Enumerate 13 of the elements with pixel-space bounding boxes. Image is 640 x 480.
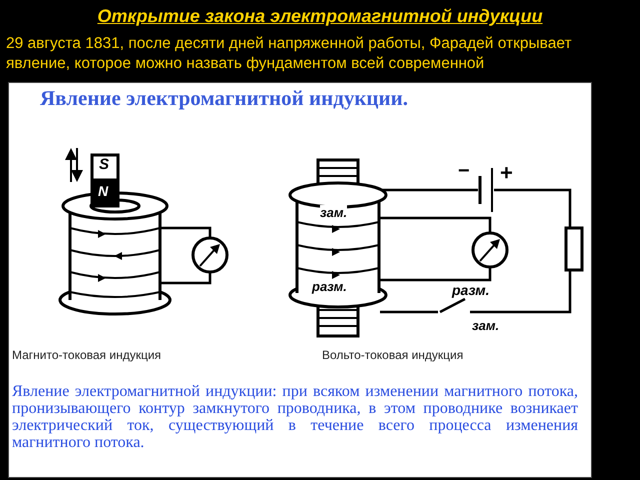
polarity-label: + [500,160,513,186]
state-label: зам. [320,205,348,220]
intro-text: 29 августа 1831, после десяти дней напряженной работы, Фарадей открывает явление, которое можно назвать фундаментом всей современной [6,34,573,74]
polarity-label: − [458,160,470,183]
figure-caption: Магнито-токовая индукция [12,348,162,362]
slide-title: Открытие закона электромагнитной индукции [96,6,544,27]
figure-caption: Вольто-токовая индукция [322,348,464,362]
pole-label: N [98,183,108,199]
panel-heading: Явление электромагнитной индукции. [40,86,408,111]
pole-label: S [99,156,110,173]
definition-text: Явление электромагнитной индукции: при всяком изменении магнитного потока, пронизывающего контур замкнутого проводника, в этом проводнике возникает электрический ток, существующий в течение всего процесса изменения магнитного потока. [12,383,578,451]
state-label: разм. [452,282,490,298]
state-label: зам. [472,318,500,333]
